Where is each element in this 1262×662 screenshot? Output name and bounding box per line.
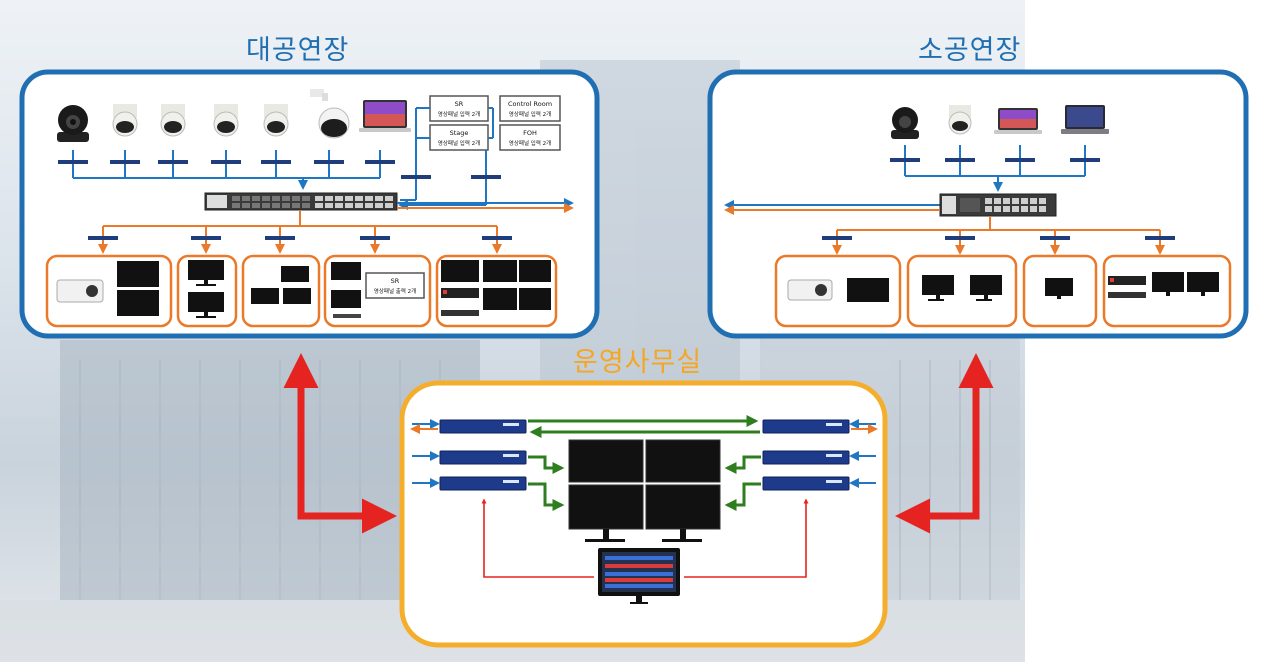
laptop-icon <box>1061 105 1109 134</box>
dome-camera-icon <box>112 104 138 137</box>
sr-output-title: SR <box>391 277 400 285</box>
monitor-icon <box>847 272 1219 302</box>
laptop-icon <box>359 100 411 132</box>
large-hall-group: SR 영상패널 입력 2개 Control Room 영상패널 입력 2개 St… <box>19 69 600 339</box>
encoder-icon <box>58 160 501 179</box>
stage-input-subtitle: 영상패널 입력 2개 <box>438 139 480 147</box>
encoder-icon <box>890 158 1100 162</box>
network-switch-icon <box>204 192 398 211</box>
office-input-arrows <box>410 419 878 488</box>
sr-input-panel: SR 영상패널 입력 2개 <box>429 95 489 122</box>
laptop-icon <box>994 108 1042 134</box>
control-surface-icon <box>598 548 680 604</box>
dome-camera-icon <box>213 104 239 137</box>
network-switch-icon <box>939 193 1057 217</box>
control-room-input-subtitle: 영상패널 입력 2개 <box>509 110 551 118</box>
foh-input-panel: FOH 영상패널 입력 2개 <box>499 124 561 151</box>
encoder-icon <box>439 419 850 491</box>
operations-office-group <box>399 380 888 648</box>
control-room-input-panel: Control Room 영상패널 입력 2개 <box>499 95 561 122</box>
ptz-camera-icon <box>891 107 919 139</box>
foh-input-subtitle: 영상패널 입력 2개 <box>509 139 551 147</box>
decoder-icon <box>88 236 512 240</box>
small-hall-title: 소공연장 <box>918 35 1022 66</box>
foh-input-title: FOH <box>523 129 537 137</box>
operations-office-title: 운영사무실 <box>573 347 703 378</box>
processor-rack-icon <box>333 288 479 318</box>
dome-camera-icon <box>160 104 186 137</box>
ptz-camera-icon <box>57 105 89 142</box>
stage-input-title: Stage <box>450 129 469 137</box>
dome-camera-icon <box>263 104 289 137</box>
control-room-input-title: Control Room <box>508 100 552 108</box>
sr-input-title: SR <box>455 100 464 108</box>
hall-to-office-links <box>283 353 994 534</box>
projector-icon <box>56 279 104 303</box>
projector-icon <box>787 279 833 301</box>
sr-input-subtitle: 영상패널 입력 2개 <box>438 110 480 118</box>
encoder-labels <box>503 423 842 483</box>
video-wall <box>568 439 721 542</box>
video-links <box>528 415 761 511</box>
speed-dome-camera-icon <box>310 89 350 139</box>
sr-output-subtitle: 영상패널 출력 2개 <box>374 287 416 295</box>
control-lines <box>481 498 809 578</box>
dome-camera-icon <box>948 105 972 135</box>
small-hall-group <box>707 69 1249 339</box>
large-hall-title: 대공연장 <box>246 35 350 66</box>
sr-output-panel: SR 영상패널 출력 2개 <box>365 272 425 299</box>
processor-rack-icon <box>1108 276 1146 298</box>
decoder-icon <box>822 236 1175 240</box>
monitor-icon <box>117 260 551 318</box>
stage-input-panel: Stage 영상패널 입력 2개 <box>429 124 489 151</box>
output-tree <box>832 216 1165 255</box>
